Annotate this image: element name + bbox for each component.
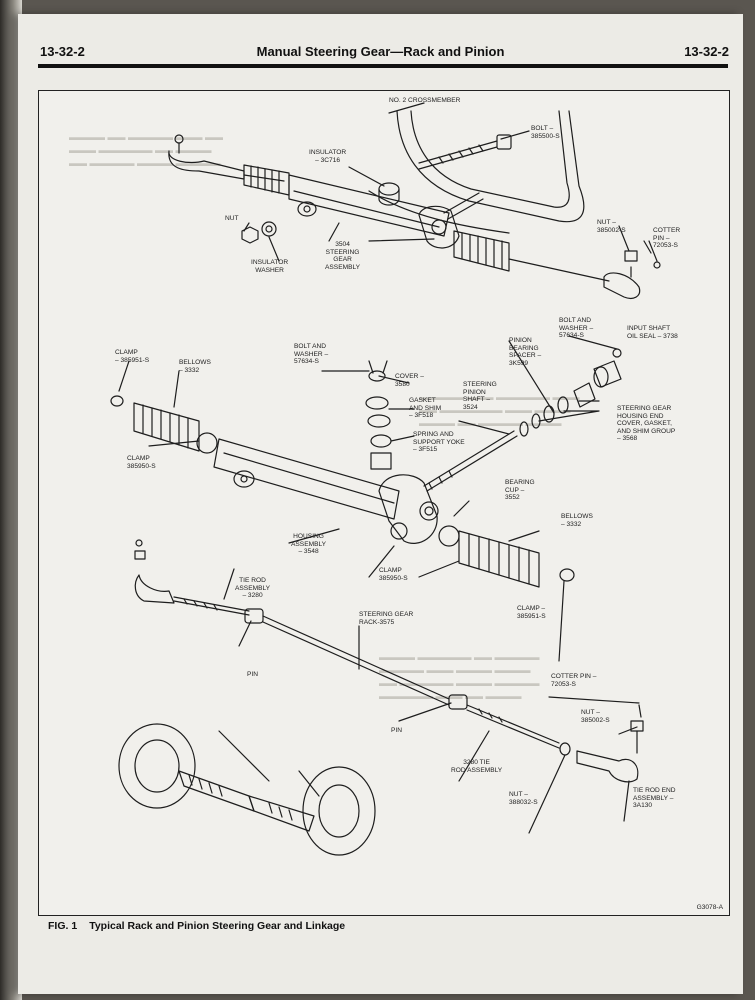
nut-washer-top-drawing bbox=[241, 221, 277, 244]
label-input-shaft-seal: INPUT SHAFT OIL SEAL – 3738 bbox=[627, 325, 678, 340]
pinion-shaft-drawing bbox=[423, 430, 518, 492]
figure-frame: ▬▬▬▬ ▬▬ ▬▬▬▬▬ ▬▬▬ ▬▬▬▬▬ ▬▬▬▬▬▬ ▬▬ ▬▬▬▬▬▬… bbox=[38, 90, 730, 916]
crossmember-drawing bbox=[368, 110, 585, 234]
label-tie-rod-end-assembly: TIE ROD END ASSEMBLY – 3A130 bbox=[633, 787, 676, 810]
label-bearing-cup: BEARING CUP – 3552 bbox=[505, 479, 535, 502]
label-steering-pinion-shaft: STEERING PINION SHAFT – 3524 bbox=[463, 381, 497, 411]
mounting-bolt-drawing bbox=[418, 134, 512, 170]
tie-rod-end-top-left-drawing bbox=[168, 134, 285, 182]
label-tie-rod-assembly-bottom: 3280 TIE ROD ASSEMBLY bbox=[451, 759, 503, 774]
label-bellows-right: BELLOWS – 3332 bbox=[561, 513, 593, 528]
label-cotter-pin-bottom: COTTER PIN – 72053-S bbox=[551, 673, 597, 688]
label-pin-left: PIN bbox=[247, 671, 258, 678]
label-tie-rod-assembly-top: TIE ROD ASSEMBLY – 3280 bbox=[235, 577, 271, 600]
label-insulator-3c716: INSULATOR – 3C716 bbox=[309, 149, 347, 164]
label-clamp-385950-left: CLAMP 385950-S bbox=[127, 455, 156, 470]
label-pin-mid: PIN bbox=[391, 727, 402, 734]
bellows-top-left-drawing bbox=[243, 164, 290, 196]
label-nut-385002-top: NUT – 385002-S bbox=[597, 219, 626, 234]
label-housing-assembly: HOUSING ASSEMBLY – 3548 bbox=[291, 533, 327, 556]
page-title: Manual Steering Gear—Rack and Pinion bbox=[256, 44, 505, 59]
label-bolt-385500: BOLT – 385500-S bbox=[531, 125, 560, 140]
label-clamp-385950-mid: CLAMP 385950-S bbox=[379, 567, 408, 582]
middle-cover-stack-drawing bbox=[365, 360, 392, 470]
insulator-drawing bbox=[378, 182, 400, 206]
figure-title: Typical Rack and Pinion Steering Gear an… bbox=[89, 920, 346, 932]
label-steering-gear-assembly: 3504 STEERING GEAR ASSEMBLY bbox=[325, 241, 361, 271]
gear-housing-top-drawing bbox=[288, 174, 484, 249]
label-bellows-left: BELLOWS – 3332 bbox=[179, 359, 211, 374]
label-spring-support-yoke: SPRING AND SUPPORT YOKE – 3F515 bbox=[413, 431, 465, 454]
manual-page: 13-32-2 Manual Steering Gear—Rack and Pi… bbox=[18, 14, 743, 994]
label-steering-gear-rack: STEERING GEAR RACK-3575 bbox=[359, 611, 414, 626]
bearing-spacers-drawing bbox=[519, 366, 609, 437]
bleed-through-text: ▬▬▬▬▬ ▬▬▬ ▬▬▬▬▬▬ ▬▬▬▬▬ ▬▬▬▬▬▬▬ ▬▬▬ ▬▬▬▬▬… bbox=[419, 392, 580, 428]
label-nut-top: NUT bbox=[225, 215, 239, 222]
book-spine-shadow bbox=[0, 0, 22, 1000]
label-pinion-bearing-spacer: PINION BEARING SPACER – 3K599 bbox=[509, 337, 542, 367]
label-no2-crossmember: NO. 2 CROSSMEMBER bbox=[389, 97, 461, 104]
figure-code: G3078-A bbox=[696, 904, 723, 911]
wheel-linkage-sketch-drawing bbox=[118, 723, 376, 856]
figure-caption: FIG. 1 Typical Rack and Pinion Steering G… bbox=[48, 920, 357, 932]
label-bolt-washer-right: BOLT AND WASHER – 57634-S bbox=[559, 317, 594, 340]
label-gasket-shim: GASKET AND SHIM – 3F518 bbox=[409, 397, 442, 420]
figure-number: FIG. 1 bbox=[48, 920, 78, 932]
page-number-right: 13-32-2 bbox=[684, 44, 729, 59]
label-nut-385002-bottom: NUT – 385002-S bbox=[581, 709, 610, 724]
header-rule bbox=[38, 64, 728, 68]
tie-rod-end-top-right-drawing bbox=[603, 240, 661, 299]
bellows-top-right-drawing bbox=[453, 230, 610, 282]
label-cover-3580: COVER – 3580 bbox=[395, 373, 424, 388]
bellows-middle-left-drawing bbox=[110, 395, 218, 454]
label-clamp-385951-right: CLAMP – 385951-S bbox=[517, 605, 546, 620]
label-bolt-washer-left: BOLT AND WASHER – 57634-S bbox=[294, 343, 329, 366]
exploded-view-drawing bbox=[110, 102, 661, 856]
page-number-left: 13-32-2 bbox=[40, 44, 85, 59]
bleed-through-text: ▬▬▬▬ ▬▬ ▬▬▬▬▬ ▬▬▬ ▬▬▬▬▬ ▬▬▬▬▬▬ ▬▬ ▬▬▬▬▬▬… bbox=[69, 132, 224, 168]
label-insulator-washer: INSULATOR WASHER bbox=[251, 259, 289, 274]
label-cover-gasket-shim-group: STEERING GEAR HOUSING END COVER, GASKET,… bbox=[617, 405, 676, 443]
label-cotter-pin-top: COTTER PIN – 72053-S bbox=[653, 227, 681, 250]
label-nut-388032: NUT – 388032-S bbox=[509, 791, 538, 806]
bellows-middle-right-drawing bbox=[438, 525, 575, 588]
rack-housing-drawing bbox=[213, 438, 439, 544]
label-clamp-385951-left: CLAMP – 385951-S bbox=[115, 349, 150, 364]
